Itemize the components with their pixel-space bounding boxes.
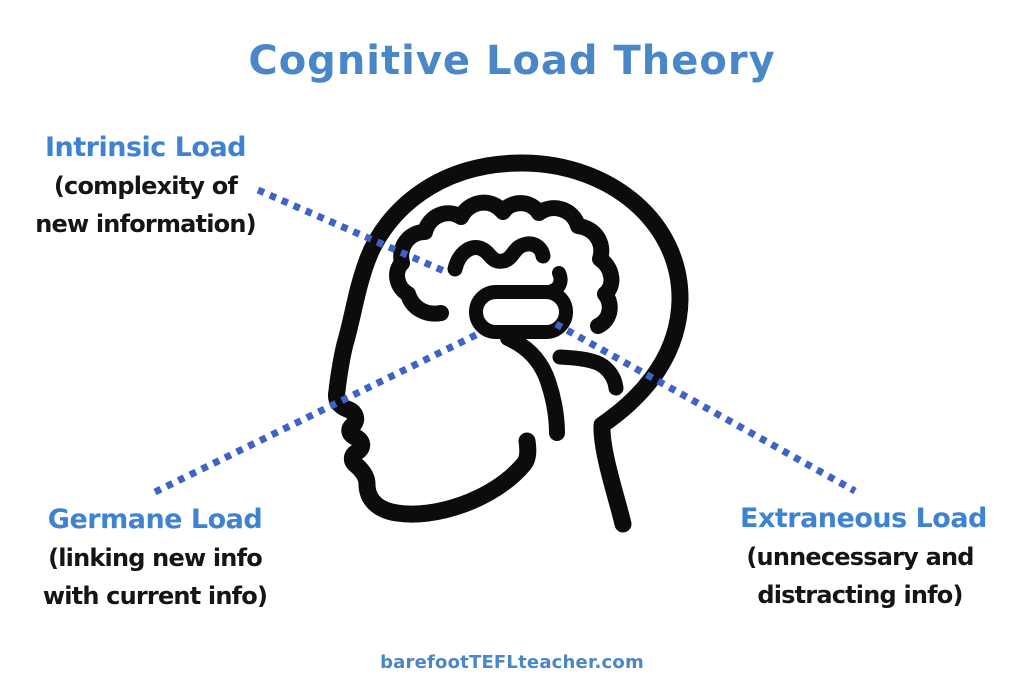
brain-gyrus-squiggle-path bbox=[447, 236, 551, 277]
connector-extraneous-load bbox=[554, 320, 857, 495]
label-intrinsic-load: Intrinsic Load (complexity of new inform… bbox=[28, 129, 263, 243]
brain-fissure-capsule bbox=[469, 285, 573, 339]
intrinsic-load-title: Intrinsic Load bbox=[45, 132, 247, 163]
germane-load-desc-line2: with current info) bbox=[42, 582, 268, 610]
brain-stem-path bbox=[500, 330, 565, 441]
connector-lines bbox=[153, 186, 857, 496]
label-extraneous-load: Extraneous Load (unnecessary and distrac… bbox=[740, 500, 987, 614]
extraneous-load-desc-line1: (unnecessary and bbox=[746, 543, 974, 571]
extraneous-load-desc-line2: distracting info) bbox=[757, 581, 963, 609]
connector-intrinsic-load bbox=[256, 186, 446, 275]
head-outline-path bbox=[328, 154, 689, 533]
brain-outline-path bbox=[389, 194, 620, 334]
label-germane-load: Germane Load (linking new info with curr… bbox=[35, 501, 275, 615]
intrinsic-load-desc-line2: new information) bbox=[35, 210, 256, 238]
intrinsic-load-desc-line1: (complexity of bbox=[53, 172, 238, 200]
connector-germane-load bbox=[153, 329, 482, 496]
germane-load-desc-line1: (linking new info bbox=[48, 544, 263, 572]
extraneous-load-title: Extraneous Load bbox=[740, 503, 987, 534]
page-title: Cognitive Load Theory bbox=[248, 38, 776, 84]
brain-cerebellum-path bbox=[552, 349, 624, 396]
brain-fissure-nub-path bbox=[542, 266, 568, 299]
head-with-brain-icon bbox=[328, 154, 689, 533]
germane-load-title: Germane Load bbox=[47, 504, 263, 535]
footer-url: barefootTEFLteacher.com bbox=[380, 652, 644, 673]
